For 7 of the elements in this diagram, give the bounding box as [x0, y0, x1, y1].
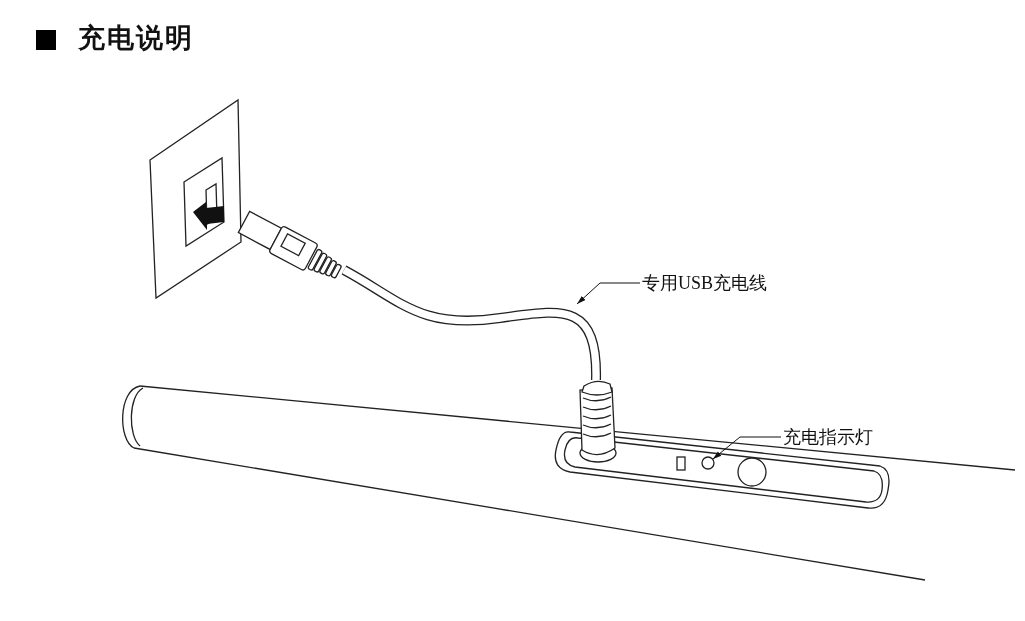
usb-cable-drawing — [341, 265, 601, 381]
title: 充电说明 — [78, 21, 194, 55]
indicator-light — [701, 456, 715, 470]
leader-line — [576, 282, 641, 305]
callout-label: 专用USB充电线 — [642, 271, 767, 295]
callout-label: 充电指示灯 — [783, 425, 873, 449]
leader-line — [712, 436, 782, 460]
